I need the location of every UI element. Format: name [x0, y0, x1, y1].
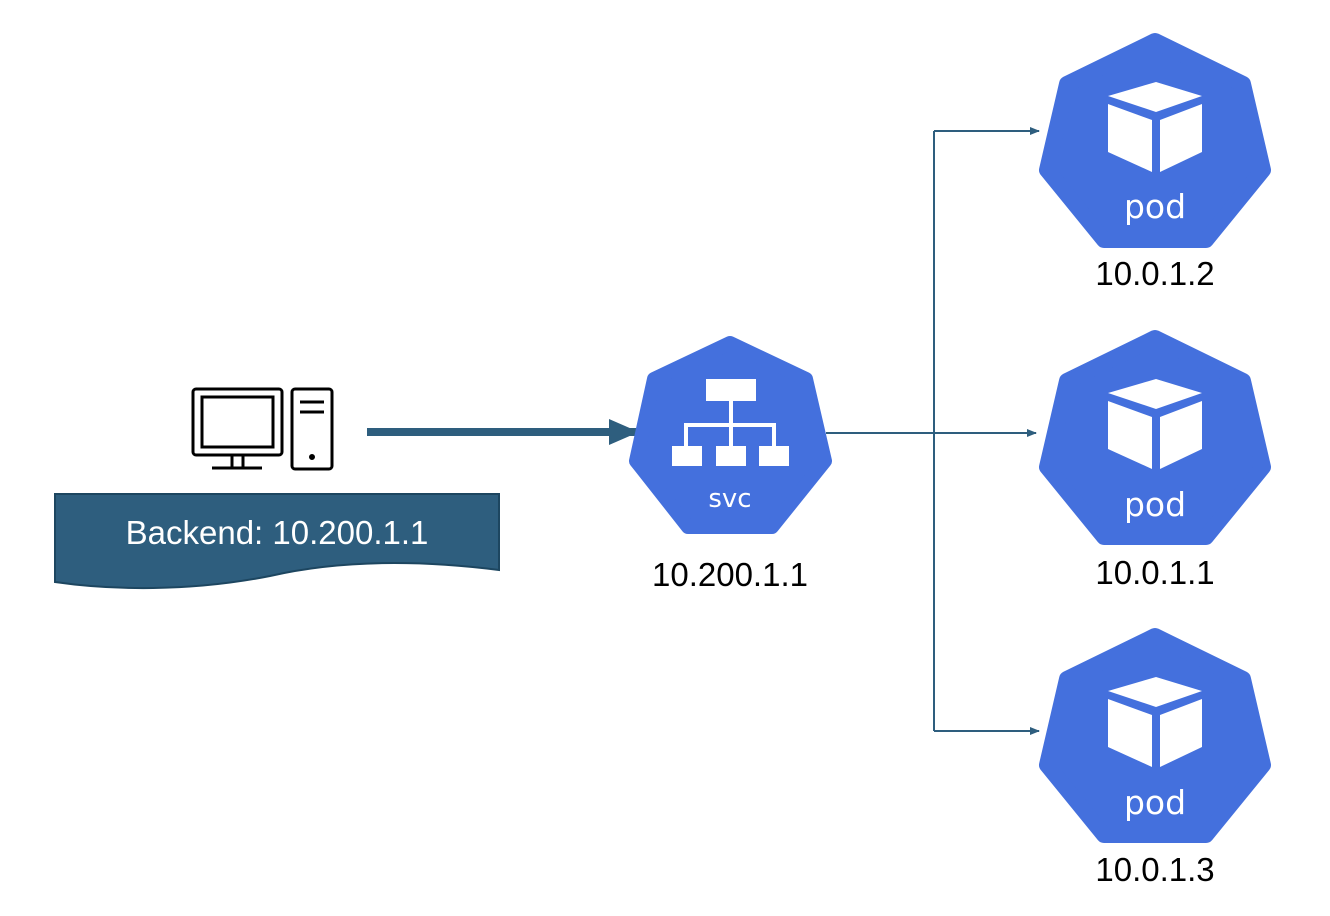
cube-icon [1108, 379, 1202, 469]
backend-banner-label: Backend: 10.200.1.1 [126, 514, 429, 551]
service-ip-label: 10.200.1.1 [652, 556, 808, 593]
backend-banner: Backend: 10.200.1.1 [54, 493, 500, 590]
service-icon: svc [629, 336, 832, 534]
pod-icon-1: pod [1039, 33, 1271, 248]
pod-icon-label: pod [1124, 783, 1186, 822]
network-tree-icon [672, 379, 789, 466]
pod-ip-label: 10.0.1.1 [1095, 554, 1214, 591]
cube-icon [1108, 677, 1202, 767]
pod-ip-label: 10.0.1.2 [1095, 255, 1214, 292]
cube-icon [1108, 82, 1202, 172]
service-icon-label: svc [708, 484, 751, 514]
pod-icon-3: pod [1039, 628, 1271, 843]
pod-icon-2: pod [1039, 330, 1271, 545]
computer-icon [191, 387, 334, 471]
pod-icon-label: pod [1124, 187, 1186, 226]
pod-icon-label: pod [1124, 485, 1186, 524]
service-to-pods-connectors [826, 127, 1040, 735]
pod-ip-label: 10.0.1.3 [1095, 851, 1214, 888]
